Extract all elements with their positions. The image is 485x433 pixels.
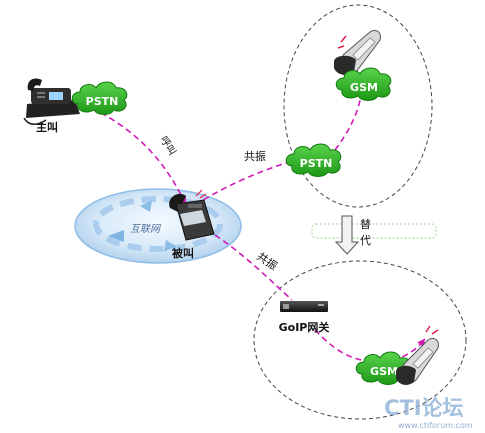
- call-edge-label: 呼叫: [157, 134, 178, 157]
- replace-hint-box: [311, 223, 437, 239]
- replace-label-char1: 替: [360, 217, 371, 231]
- edge-callee-to-goip: [214, 234, 293, 301]
- watermark-brand: CTI论坛: [384, 396, 464, 420]
- replace-label-char2: 代: [360, 234, 371, 247]
- goip-gateway-label: GoIP网关: [279, 320, 330, 334]
- pstn-right-cloud-icon: [285, 143, 342, 177]
- goip-gateway-device-icon: [280, 301, 328, 312]
- caller-desk-phone-icon: [23, 78, 80, 125]
- pstn-left-label: PSTN: [86, 95, 119, 108]
- watermark-url: www.ctiforum.com: [398, 421, 473, 430]
- callee-desk-phone-icon: [169, 189, 215, 241]
- mobile-phone-top-icon: [334, 29, 381, 75]
- gsm-top-label: GSM: [350, 81, 378, 94]
- internet-platform: 互联网: [74, 188, 242, 264]
- gsm-bottom-label: GSM: [370, 365, 398, 378]
- ring-top-edge-label: 共振: [244, 149, 266, 163]
- internet-label: 互联网: [130, 223, 162, 235]
- pstn-left-cloud-icon: [71, 81, 128, 115]
- gsm-top-cloud-icon: [335, 67, 392, 101]
- replace-down-arrow-icon: [334, 215, 360, 255]
- mobile-group-bottom-boundary: [253, 260, 467, 420]
- callee-label: 被叫: [172, 246, 194, 260]
- caller-label: 主叫: [36, 120, 58, 134]
- pstn-right-label: PSTN: [300, 157, 333, 170]
- mobile-phone-bottom-icon: [396, 325, 439, 385]
- mobile-group-top-boundary: [283, 4, 433, 208]
